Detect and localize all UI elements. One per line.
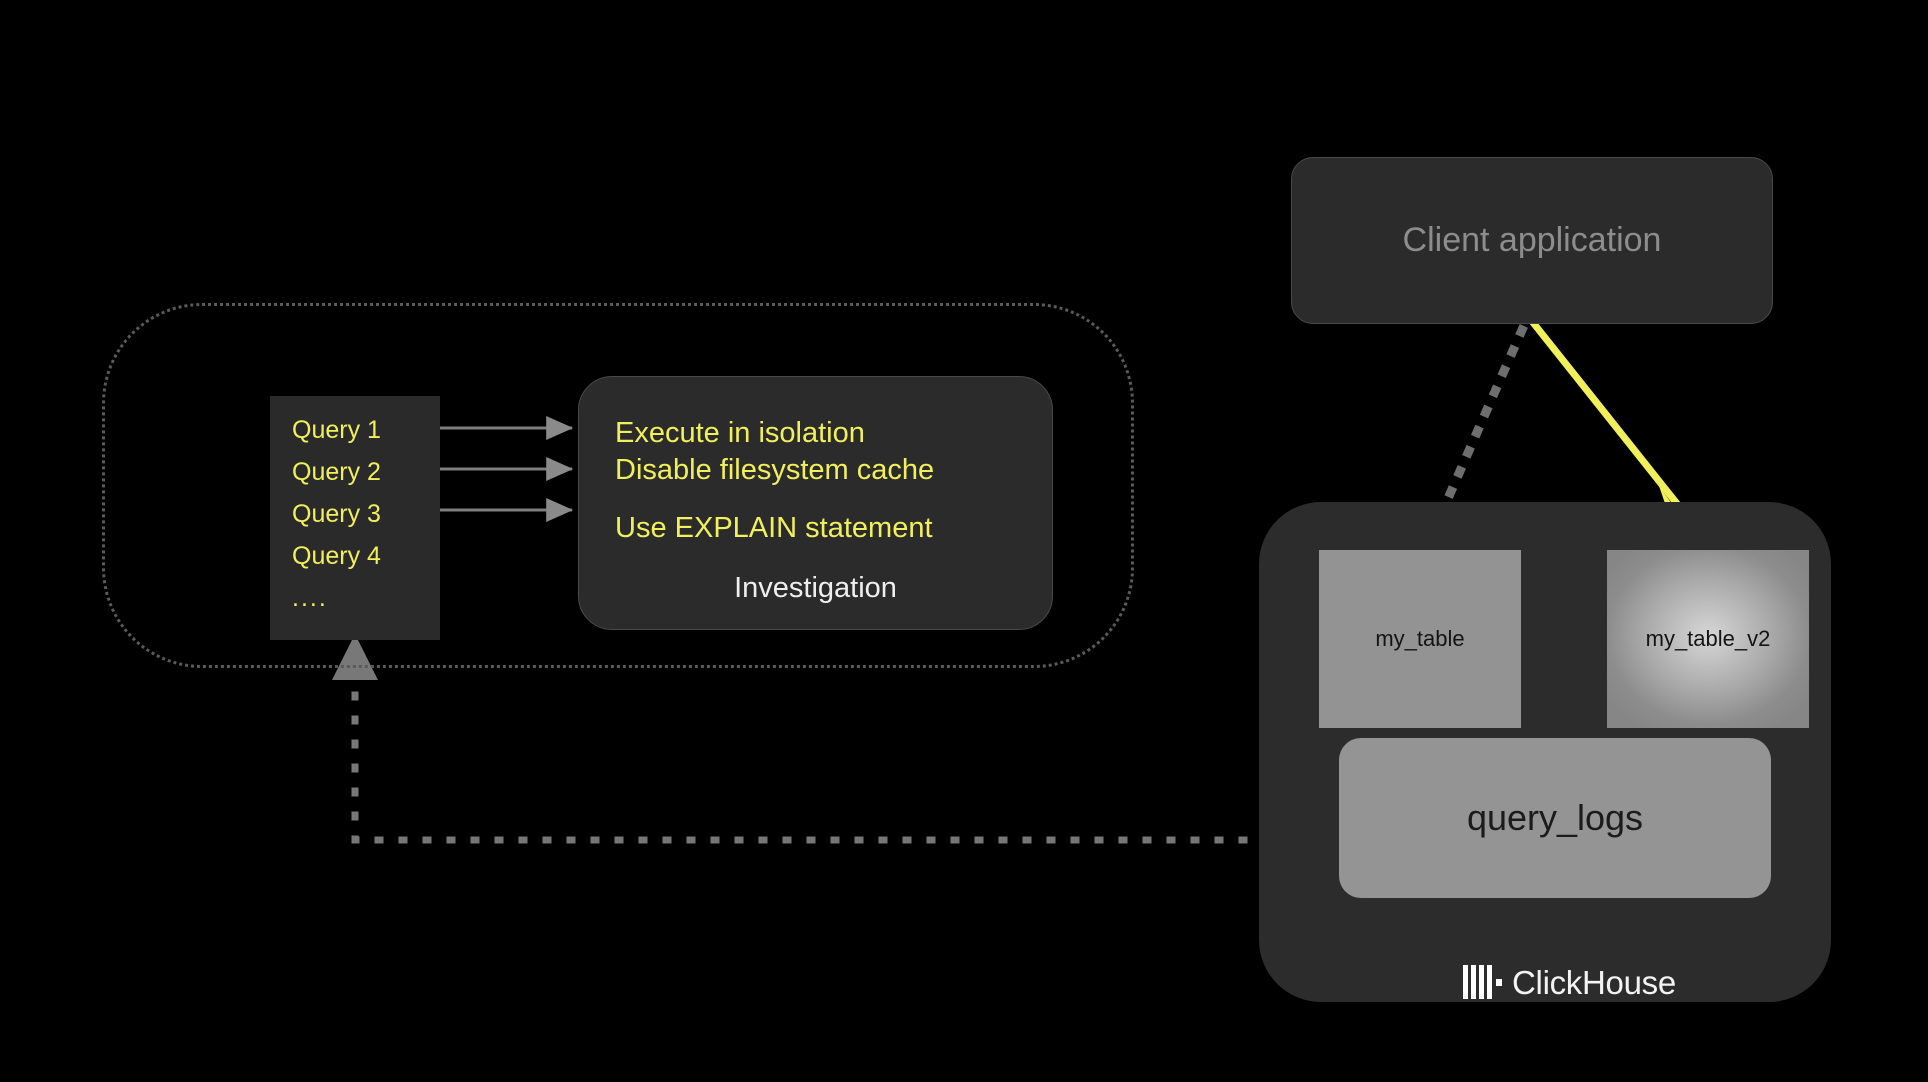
list-item[interactable]: Query 3 (292, 500, 381, 528)
investigation-step: Use EXPLAIN statement (615, 512, 933, 545)
table-node-my-table: my_table (1319, 550, 1521, 728)
investigation-group-container (102, 303, 1134, 668)
table-node-my-table-v2: my_table_v2 (1607, 550, 1809, 728)
query-list[interactable]: Query 1 Query 2 Query 3 Query 4 .... (270, 396, 440, 640)
investigation-step: Disable filesystem cache (615, 453, 935, 486)
table-label: my_table (1375, 626, 1465, 651)
investigation-steps: Execute in isolation Disable filesystem … (615, 415, 1035, 547)
client-application-node: Client application (1291, 157, 1773, 324)
list-item[interactable]: Query 4 (292, 542, 381, 570)
clickhouse-logo: ClickHouse (1463, 965, 1676, 999)
query-logs-node: query_logs (1339, 738, 1771, 898)
investigation-panel-title: Investigation (734, 572, 897, 604)
list-item[interactable]: Query 2 (292, 458, 381, 486)
clickhouse-wordmark: ClickHouse (1512, 963, 1676, 1001)
list-item[interactable]: Query 1 (292, 416, 381, 444)
query-logs-label: query_logs (1466, 797, 1644, 838)
table-label: my_table_v2 (1645, 626, 1771, 651)
client-application-label: Client application (1402, 221, 1662, 259)
clickhouse-logo-icon (1463, 965, 1503, 999)
investigation-panel: Execute in isolation Disable filesystem … (578, 376, 1053, 630)
list-item-more[interactable]: .... (292, 584, 328, 612)
investigation-step: Execute in isolation (615, 417, 865, 449)
